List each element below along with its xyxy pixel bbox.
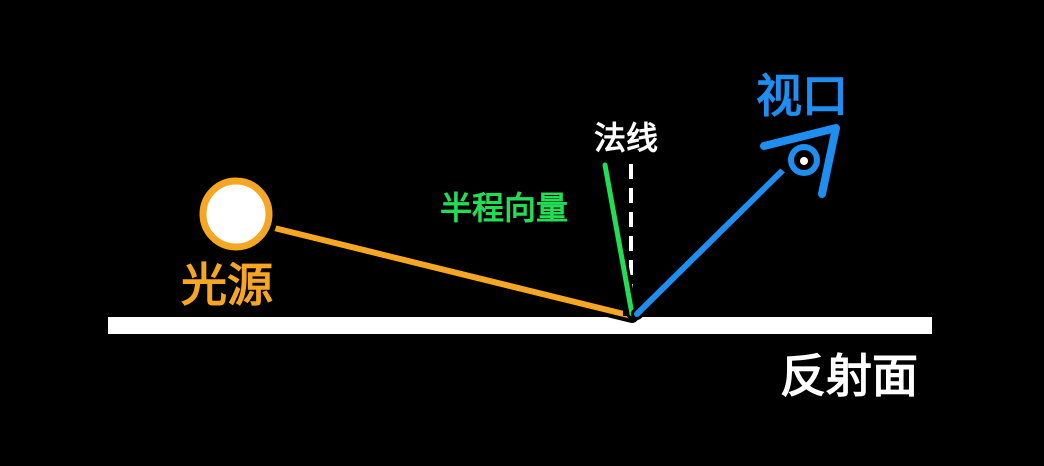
normal-label: 法线 — [594, 119, 658, 157]
surface-label: 反射面 — [780, 349, 918, 403]
half-vector-line — [602, 162, 635, 317]
light-source-label: 光源 — [181, 258, 273, 312]
sun-circle-icon — [194, 172, 278, 256]
reflection-surface-bar — [108, 317, 932, 334]
light-ray-line — [263, 223, 635, 319]
eye-icon — [757, 121, 843, 201]
view-label: 视口 — [756, 69, 848, 123]
half-vector-label: 半程向量 — [440, 189, 568, 227]
view-ray — [634, 164, 789, 317]
